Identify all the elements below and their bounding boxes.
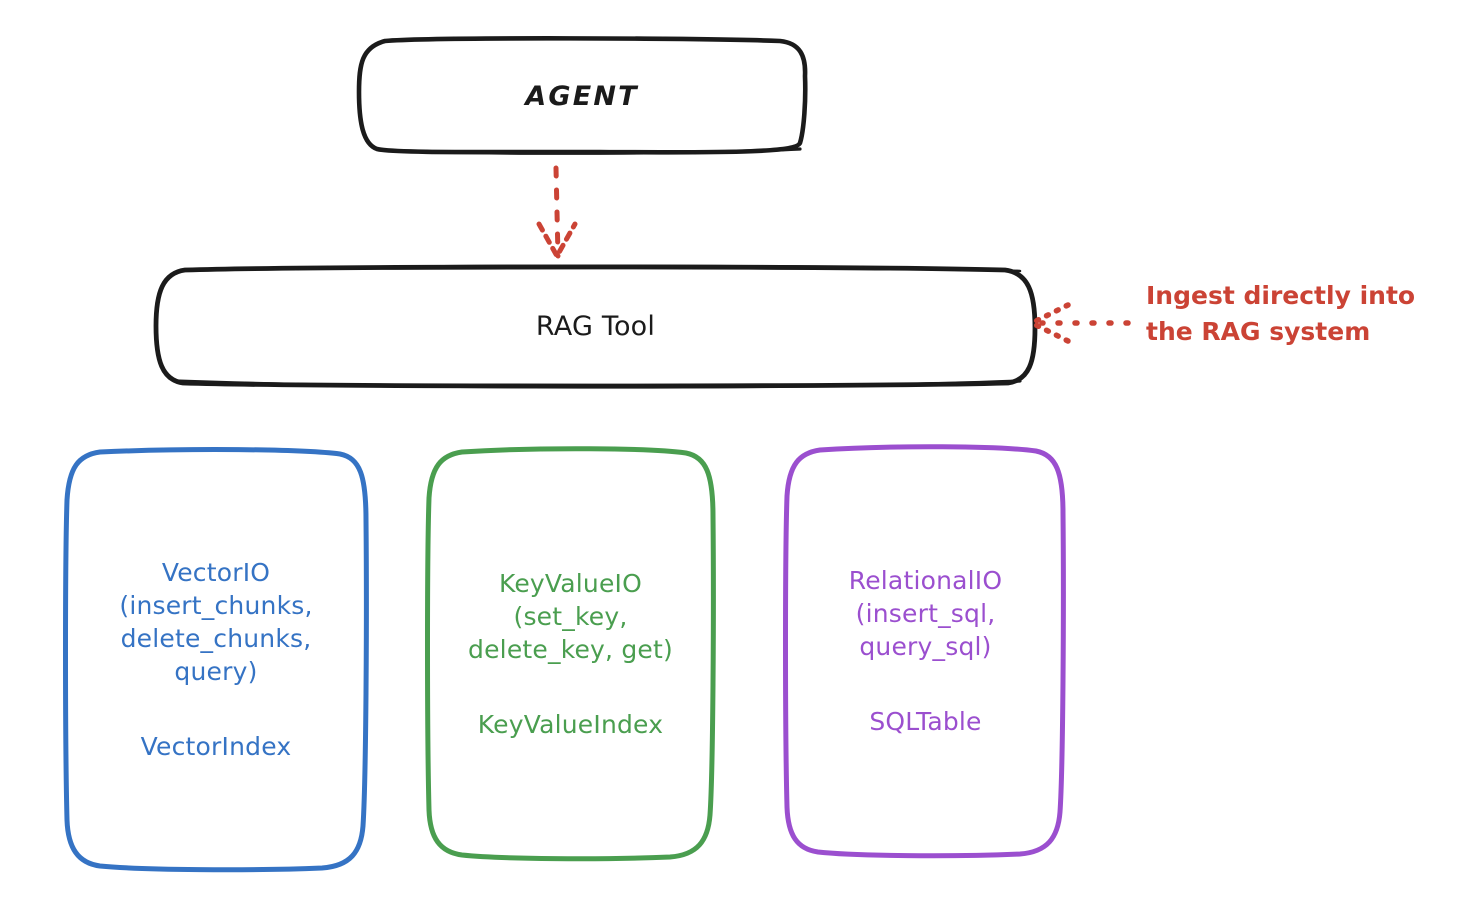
- key-value-io-node[interactable]: [425, 446, 716, 862]
- ingest-arrowhead-lower: [1031, 321, 1071, 344]
- rag-tool-box-sketch-overstroke-top: [176, 264, 1022, 273]
- key-value-io-box-outline: [425, 446, 716, 862]
- rag-tool-label: RAG Tool: [535, 311, 656, 343]
- relational-io-api-signature: RelationalIO (insert_sql, query_sql): [848, 566, 1003, 661]
- vector-io-box-outline: [63, 447, 369, 873]
- vector-io-index-name: VectorIndex: [140, 731, 292, 761]
- rag-tool-box-sketch-overstroke: [174, 379, 1022, 389]
- vector-io-label: VectorIO (insert_chunks, delete_chunks, …: [66, 450, 366, 868]
- agent-to-rag-arrow: [536, 165, 578, 259]
- agent-label: AGENT: [525, 80, 639, 112]
- agent-to-rag-arrowhead: [536, 221, 578, 259]
- vector-io-node[interactable]: [63, 447, 369, 873]
- ingest-arrowhead-upper: [1031, 302, 1071, 325]
- agent-box-sketch-overstroke: [378, 147, 802, 155]
- vector-io-api-signature: VectorIO (insert_chunks, delete_chunks, …: [119, 557, 313, 686]
- relational-io-label: RelationalIO (insert_sql, query_sql) SQL…: [787, 447, 1064, 855]
- agent-node[interactable]: [356, 36, 808, 155]
- rag-tool-node[interactable]: [153, 264, 1038, 389]
- agent-to-rag-arrow-shaft: [553, 165, 561, 259]
- relational-io-box-outline: [783, 444, 1066, 859]
- key-value-io-api-signature: KeyValueIO (set_key, delete_key, get): [468, 568, 673, 664]
- relational-io-node[interactable]: [783, 444, 1066, 859]
- key-value-io-label: KeyValueIO (set_key, delete_key, get) Ke…: [428, 450, 713, 857]
- ingest-annotation-arrow: [1031, 302, 1131, 344]
- relational-io-index-name: SQLTable: [869, 707, 982, 736]
- key-value-io-index-name: KeyValueIndex: [477, 709, 664, 739]
- ingest-annotation-text: Ingest directly into the RAG system: [1146, 281, 1416, 347]
